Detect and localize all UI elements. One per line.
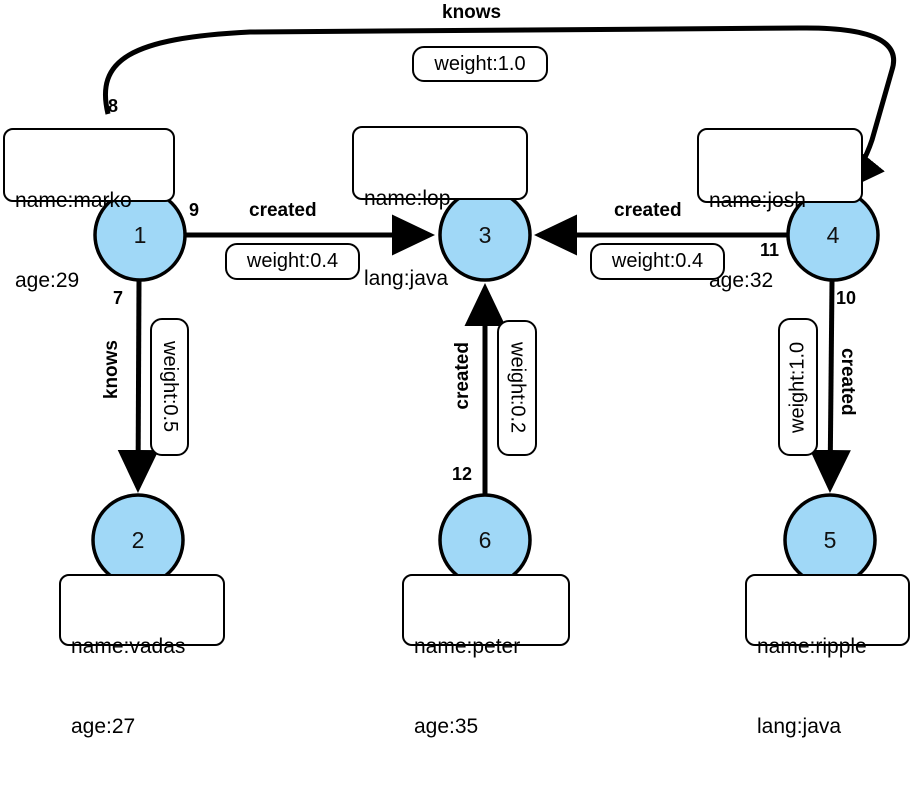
edge-weight-7: weight:0.5 [150, 318, 189, 456]
node-id-6: 6 [478, 527, 492, 553]
edge-id-7: 7 [113, 288, 124, 308]
edge-label-8: knows [442, 2, 502, 23]
node-props-6: name:peter age:35 [402, 574, 570, 738]
edge-id-12: 12 [452, 464, 473, 484]
prop-line: age:29 [15, 269, 80, 293]
node-id-1: 1 [133, 222, 147, 248]
edge-weight-9: weight:0.4 [225, 243, 360, 280]
edge-label-12: created [452, 342, 473, 410]
edge-weight-12: weight:0.2 [497, 320, 537, 456]
graph-canvas: 1 2 3 4 5 6 name:marko age:29 name:vadas… [3, 2, 910, 739]
node-props-1: name:marko age:29 [3, 128, 175, 292]
node-props-2: name:vadas age:27 [59, 574, 225, 738]
prop-line: name:josh [709, 188, 806, 212]
node-id-4: 4 [826, 222, 840, 248]
edge-id-9: 9 [189, 200, 200, 220]
edge-label-9: created [249, 200, 317, 221]
prop-line: name:peter [414, 634, 521, 658]
prop-line: name:marko [15, 188, 132, 212]
node-id-3: 3 [478, 222, 492, 248]
edge-id-11: 11 [760, 240, 780, 260]
edge-weight-8: weight:1.0 [412, 46, 548, 82]
node-props-3: name:lop lang:java [352, 126, 528, 290]
graph-edges-layer [91, 25, 897, 587]
prop-line: lang:java [757, 715, 842, 739]
edge-label-10: created [837, 348, 858, 416]
edge-id-10: 10 [836, 288, 857, 308]
edge-line-10 [809, 280, 851, 493]
node-id-5: 5 [823, 527, 837, 553]
edge-id-8: 8 [108, 96, 119, 116]
prop-line: age:35 [414, 715, 479, 739]
edge-line-7 [117, 280, 159, 493]
prop-line: age:27 [71, 715, 136, 739]
edge-label-7: knows [101, 340, 122, 400]
prop-line: name:vadas [71, 634, 186, 658]
edge-line-8 [102, 25, 897, 192]
prop-line: name:ripple [757, 634, 867, 658]
prop-line: name:lop [364, 186, 451, 210]
edge-weight-10: weight:1.0 [778, 318, 818, 456]
node-id-2: 2 [131, 527, 145, 553]
prop-line: age:32 [709, 269, 774, 293]
edge-weight-11: weight:0.4 [590, 243, 725, 280]
node-props-5: name:ripple lang:java [745, 574, 910, 738]
prop-line: lang:java [364, 267, 449, 291]
edge-label-11: created [614, 200, 682, 221]
node-props-4: name:josh age:32 [697, 128, 863, 292]
